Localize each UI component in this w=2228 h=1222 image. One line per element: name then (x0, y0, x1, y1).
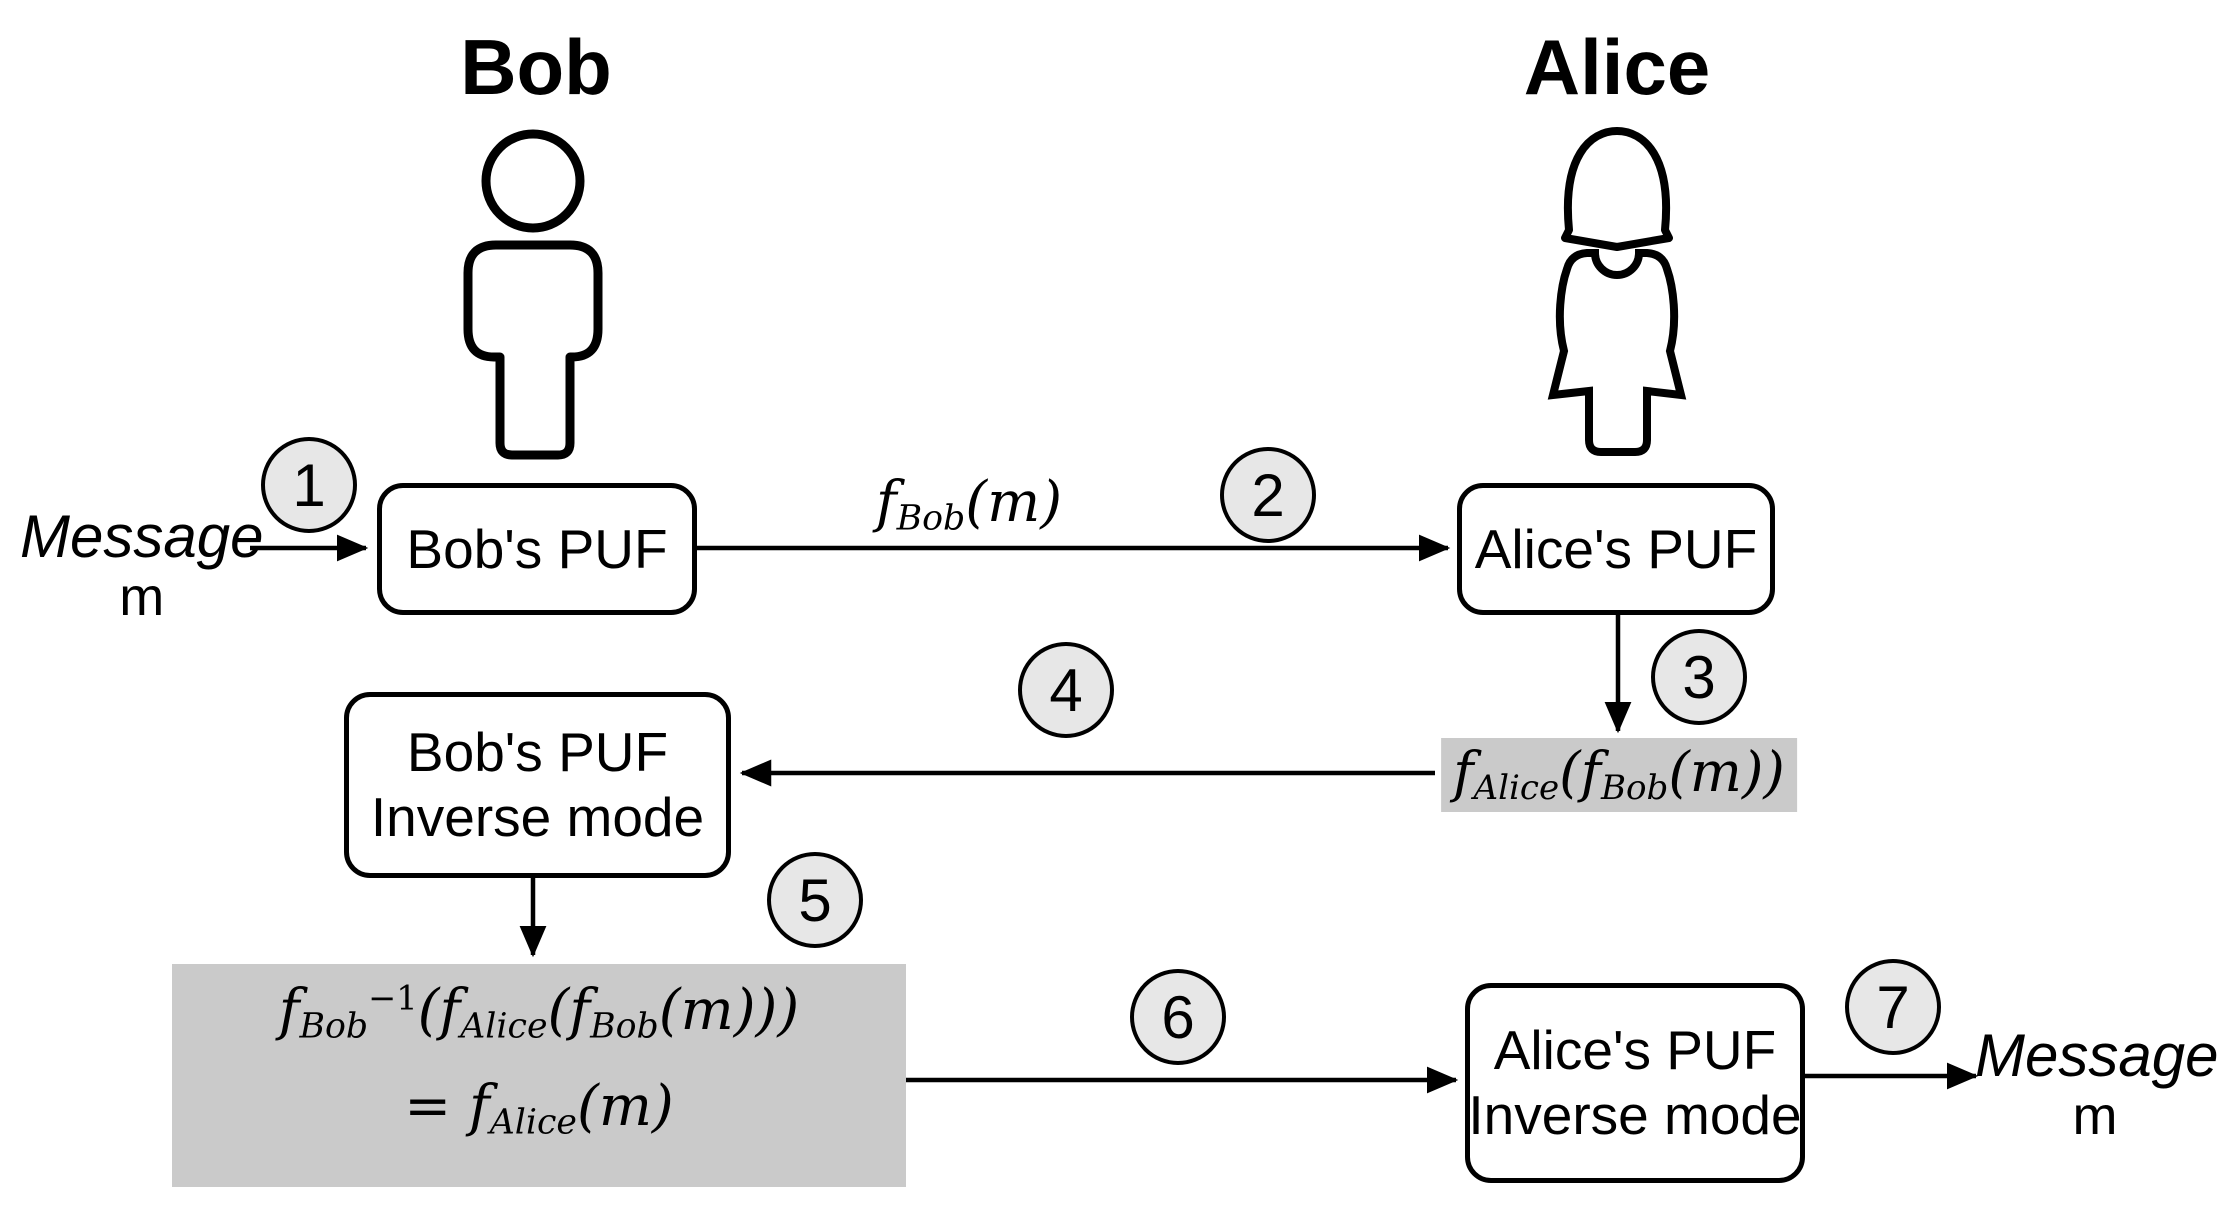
formula-term: ( (1559, 740, 1581, 804)
step-number: 3 (1682, 643, 1716, 711)
step-circle-3: 3 (1651, 629, 1747, 725)
step-circle-4: 4 (1018, 642, 1114, 738)
message-input-label: Message m (20, 505, 263, 627)
message-output-symbol: m (2072, 1086, 2118, 1146)
step-circle-1: 1 (261, 437, 357, 533)
step-circle-5: 5 (767, 852, 863, 948)
message-output-word: Message (1975, 1022, 2219, 1089)
formula-term: (m) (965, 470, 1063, 535)
formula-term: ( (547, 978, 570, 1043)
message-input-symbol: m (119, 567, 165, 627)
formula-subscript: Bob (896, 498, 966, 539)
message-output-label: Message m (1975, 1022, 2219, 1146)
formula-inverse-result-line1: fBob−1(fAlice(fBob(m))) (279, 980, 800, 1046)
step-number: 6 (1161, 983, 1195, 1051)
bob-title: Bob (460, 23, 612, 111)
step-number: 1 (292, 451, 326, 519)
formula-subscript: Bob (1600, 768, 1669, 809)
formula-inverse-result-line2: = fAlice(m) (404, 1073, 674, 1142)
bob-puf-inverse-box: Bob's PUF Inverse mode (344, 692, 731, 878)
formula-f-alice-f-bob-m: fAlice(fBob(m)) (1441, 738, 1797, 812)
alice-puf-inverse-line1: Alice's PUF (1493, 1019, 1777, 1082)
formula-subscript: Bob (299, 1006, 369, 1047)
bob-puf-inverse-line2: Inverse mode (370, 786, 705, 848)
step-number: 5 (798, 866, 832, 934)
formula-subscript: Alice (460, 1006, 548, 1047)
formula-f-bob-m: fBob(m) (876, 472, 1062, 538)
formula-term: f (1580, 740, 1601, 804)
formula-term: f (875, 470, 897, 535)
alice-puf-label: Alice's PUF (1474, 517, 1758, 580)
formula-term: f (1453, 740, 1474, 804)
message-input-word: Message (20, 503, 264, 570)
step-number: 4 (1049, 656, 1083, 724)
step-circle-6: 6 (1130, 969, 1226, 1065)
step-number: 2 (1251, 461, 1285, 529)
bob-puf-label: Bob's PUF (406, 517, 668, 580)
formula-term: f (468, 1073, 490, 1139)
alice-puf-inverse-line2: Inverse mode (1468, 1084, 1802, 1146)
step-circle-2: 2 (1220, 447, 1316, 543)
formula-subscript: Bob (590, 1006, 659, 1047)
decrypted-result-box: fBob−1(fAlice(fBob(m))) = fAlice(m) (172, 964, 906, 1187)
formula-superscript: −1 (368, 978, 418, 1018)
bob-puf-inverse-line1: Bob's PUF (406, 721, 669, 784)
alice-puf-box: Alice's PUF (1457, 483, 1775, 615)
formula-subscript: Alice (489, 1101, 577, 1142)
formula-term: (m) (576, 1073, 674, 1139)
formula-equals: = (404, 1073, 469, 1139)
bob-puf-box: Bob's PUF (377, 483, 697, 615)
formula-term: f (278, 978, 300, 1043)
step-circle-7: 7 (1845, 959, 1941, 1055)
formula-term: f (569, 978, 591, 1043)
formula-term: (m))) (658, 978, 800, 1043)
male-person-icon (463, 129, 603, 460)
alice-puf-inverse-box: Alice's PUF Inverse mode (1465, 983, 1805, 1183)
step-number: 7 (1876, 973, 1910, 1041)
formula-subscript: Alice (1473, 768, 1560, 809)
formula-term: (m)) (1668, 740, 1785, 804)
formula-term: ( (417, 978, 440, 1043)
formula-term: f (439, 978, 461, 1043)
female-person-icon (1547, 127, 1687, 456)
alice-title: Alice (1523, 23, 1711, 111)
